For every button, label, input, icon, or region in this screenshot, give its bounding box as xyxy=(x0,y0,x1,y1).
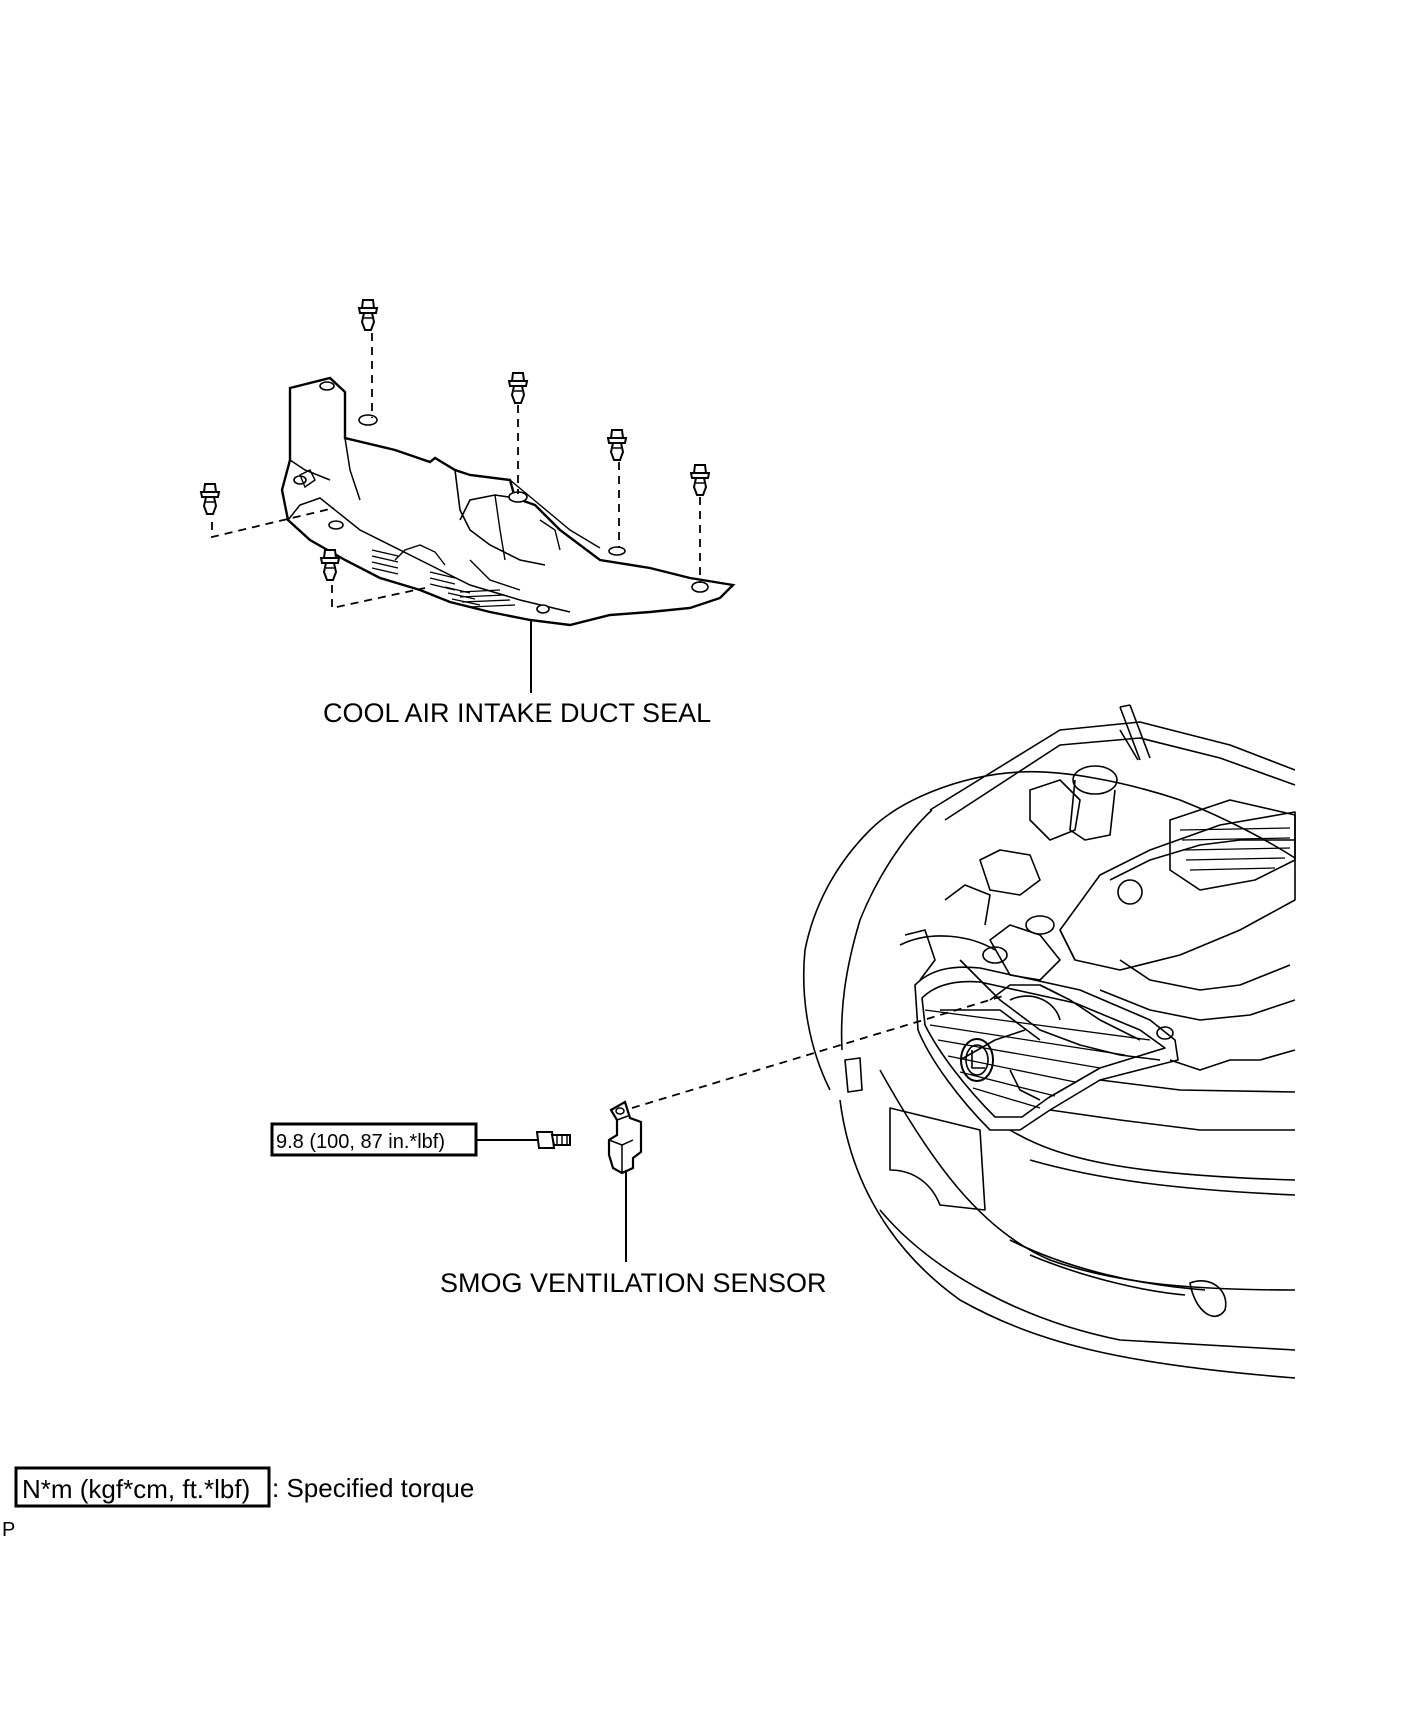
grille-outline xyxy=(914,966,1179,1131)
sensor-label: SMOG VENTILATION SENSOR xyxy=(440,1268,827,1298)
sensor-installation-dashed-line xyxy=(631,995,1004,1109)
legend-description: : Specified torque xyxy=(272,1473,474,1503)
seal-label: COOL AIR INTAKE DUCT SEAL xyxy=(323,698,711,728)
seal-fastener-5 xyxy=(200,483,220,515)
seal-fastener-1 xyxy=(358,299,378,331)
seal-fastener-2 xyxy=(508,372,528,404)
torque-callout-value: 9.8 (100, 87 in.*lbf) xyxy=(276,1131,445,1153)
seal-fastener-4 xyxy=(690,464,710,496)
cool-air-intake-duct-seal-part xyxy=(280,376,736,627)
seal-fastener-3 xyxy=(607,429,627,461)
seal-alignment-lines xyxy=(211,333,701,610)
smog-ventilation-sensor-part xyxy=(607,1100,643,1175)
corner-mark: P xyxy=(2,1519,15,1541)
vehicle-front-illustration xyxy=(802,704,1296,1379)
seal-fastener-6 xyxy=(320,549,340,581)
legend-box-text: N*m (kgf*cm, ft.*lbf) xyxy=(22,1474,250,1504)
sensor-bolt xyxy=(535,1131,571,1149)
legend-torque-box xyxy=(14,1466,271,1508)
